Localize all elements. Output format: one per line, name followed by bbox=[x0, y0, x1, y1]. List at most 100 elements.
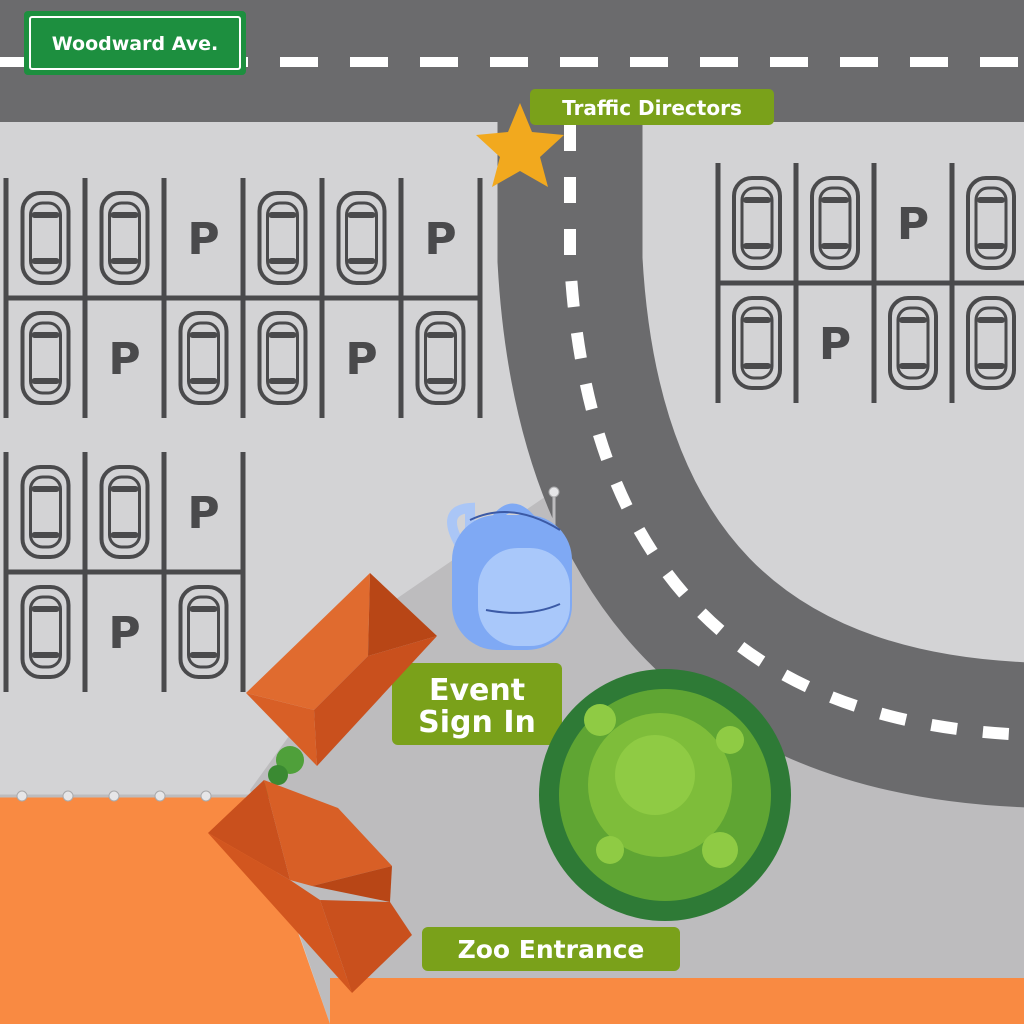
parking-symbol: P bbox=[345, 334, 377, 385]
car-rear-window bbox=[426, 378, 455, 384]
car-body bbox=[257, 191, 308, 285]
street-sign-border bbox=[29, 16, 241, 70]
car-body bbox=[20, 465, 71, 559]
car-rear-window bbox=[110, 532, 139, 538]
car-roof bbox=[187, 321, 220, 395]
fence-post bbox=[154, 790, 166, 802]
car-body bbox=[257, 311, 308, 405]
car-windshield bbox=[426, 332, 455, 338]
event-sign-in-label-line2: Sign In bbox=[418, 705, 536, 740]
car-roof bbox=[29, 321, 62, 395]
car-windshield bbox=[743, 197, 771, 203]
parking-symbol: P bbox=[187, 488, 219, 539]
parked-car bbox=[966, 296, 1016, 390]
parked-car bbox=[20, 311, 71, 405]
car-rear-window bbox=[110, 258, 139, 264]
roof-lower-face-mid bbox=[312, 866, 392, 902]
car-windshield bbox=[189, 332, 218, 338]
car-rear-window bbox=[189, 652, 218, 658]
car-roof bbox=[345, 201, 378, 275]
street-sign: Woodward Ave. bbox=[24, 11, 246, 75]
event-sign-in-label-line1: Event bbox=[429, 673, 525, 708]
roof-upper-face-left bbox=[246, 573, 370, 710]
street-sign-text: Woodward Ave. bbox=[52, 33, 218, 55]
car-body bbox=[888, 296, 938, 390]
car-windshield bbox=[110, 486, 139, 492]
car-rear-window bbox=[31, 532, 60, 538]
tree-leaf-clump bbox=[596, 836, 624, 864]
traffic-directors-label-bg bbox=[530, 89, 774, 125]
car-body bbox=[20, 585, 71, 679]
roof-upper-face-bottom bbox=[314, 636, 437, 766]
tree-leaf-clump bbox=[584, 704, 616, 736]
tree-icon bbox=[539, 669, 791, 921]
tree-leaf-clump bbox=[702, 832, 738, 868]
fence-post bbox=[62, 790, 74, 802]
car-body bbox=[20, 191, 71, 285]
car-windshield bbox=[110, 212, 139, 218]
car-windshield bbox=[31, 486, 60, 492]
parking-lot-c: PP bbox=[3, 452, 246, 692]
car-windshield bbox=[189, 606, 218, 612]
parked-car bbox=[732, 176, 782, 270]
parking-symbol: P bbox=[187, 214, 219, 265]
tree-leaf-clump bbox=[716, 726, 744, 754]
parking-symbol: P bbox=[424, 214, 456, 265]
zoo-entrance-label: Zoo Entrance bbox=[458, 935, 645, 964]
car-roof bbox=[740, 186, 774, 260]
car-body bbox=[20, 311, 71, 405]
car-body bbox=[732, 176, 782, 270]
backpack-front bbox=[478, 548, 570, 646]
car-roof bbox=[740, 306, 774, 380]
car-rear-window bbox=[189, 378, 218, 384]
car-rear-window bbox=[899, 363, 927, 369]
car-rear-window bbox=[268, 258, 297, 264]
roof-lower-face-bottom bbox=[208, 833, 352, 993]
parking-symbol: P bbox=[108, 334, 140, 385]
car-body bbox=[810, 176, 860, 270]
parked-car bbox=[178, 585, 229, 679]
street-sign-board bbox=[24, 11, 246, 75]
parked-car bbox=[810, 176, 860, 270]
car-rear-window bbox=[743, 363, 771, 369]
car-roof bbox=[974, 186, 1008, 260]
car-rear-window bbox=[743, 243, 771, 249]
car-rear-window bbox=[31, 258, 60, 264]
parked-car bbox=[257, 191, 308, 285]
car-roof bbox=[424, 321, 457, 395]
parked-car bbox=[99, 465, 150, 559]
car-windshield bbox=[347, 212, 376, 218]
fence-post bbox=[548, 486, 560, 498]
star-icon bbox=[476, 103, 564, 187]
car-body bbox=[336, 191, 387, 285]
backpack-zipper bbox=[485, 603, 561, 614]
car-rear-window bbox=[821, 243, 849, 249]
car-roof bbox=[266, 201, 299, 275]
tree-canopy-center bbox=[615, 735, 695, 815]
parked-car bbox=[257, 311, 308, 405]
parked-car bbox=[20, 585, 71, 679]
parking-lot-a: P P P P bbox=[3, 178, 483, 418]
traffic-directors-label: Traffic Directors bbox=[562, 96, 742, 120]
car-roof bbox=[187, 595, 220, 669]
car-roof bbox=[29, 595, 62, 669]
car-windshield bbox=[31, 606, 60, 612]
car-rear-window bbox=[31, 652, 60, 658]
parked-car bbox=[732, 296, 782, 390]
fence-post bbox=[108, 790, 120, 802]
roof-upper-face-right bbox=[368, 573, 437, 656]
car-windshield bbox=[31, 212, 60, 218]
car-windshield bbox=[743, 317, 771, 323]
parking-symbol: P bbox=[108, 608, 140, 659]
car-body bbox=[178, 585, 229, 679]
car-rear-window bbox=[268, 378, 297, 384]
parked-car bbox=[415, 311, 466, 405]
car-rear-window bbox=[31, 378, 60, 384]
car-roof bbox=[108, 475, 141, 549]
car-body bbox=[732, 296, 782, 390]
car-roof bbox=[818, 186, 852, 260]
parked-car bbox=[966, 176, 1016, 270]
parked-car bbox=[20, 465, 71, 559]
